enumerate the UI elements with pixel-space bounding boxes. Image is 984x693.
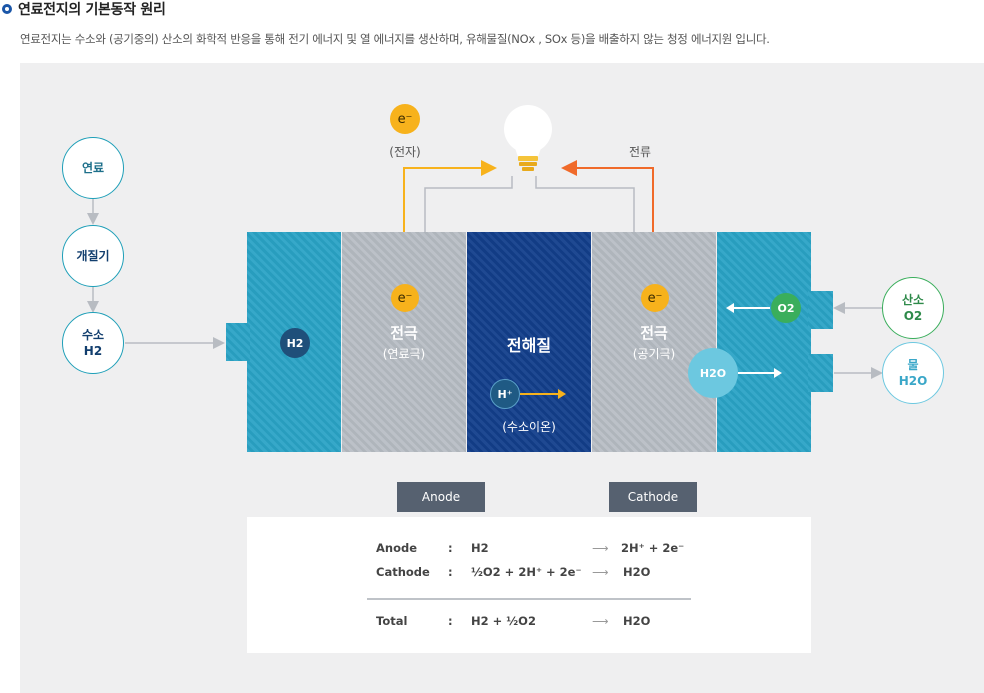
current-label: 전류 <box>628 145 652 159</box>
hydrogen-formula: H2 <box>83 344 103 358</box>
eq-arrow: ⟶ <box>592 541 609 555</box>
cathode-title: 전극 <box>640 324 668 342</box>
anode-tag: Anode <box>397 482 485 512</box>
h2-symbol: H2 <box>286 336 304 350</box>
eq-right: H2O <box>623 614 651 628</box>
oxygen-circle: 산소 O2 <box>882 277 944 339</box>
bullet-icon <box>2 4 12 14</box>
oxygen-formula: O2 <box>903 309 923 323</box>
eq-label: Anode <box>376 541 418 555</box>
equation-cathode: Cathode : ½O2 + 2H⁺ + 2e⁻ ⟶ H2O <box>247 565 811 581</box>
page-title: 연료전지의 기본동작 원리 <box>18 2 166 18</box>
electrolyte: 전해질 (수소이온) <box>467 232 591 452</box>
reformer-circle: 개질기 <box>62 225 124 287</box>
anode-title: 전극 <box>390 324 418 342</box>
oxygen-label: 산소 <box>901 293 925 307</box>
cathode-tag: Cathode <box>609 482 697 512</box>
eq-sep: : <box>448 614 453 628</box>
anode-inlet <box>226 323 250 361</box>
oxygen-arrow-icon <box>726 303 770 313</box>
hydrogen-circle: 수소 H2 <box>62 312 124 374</box>
eq-sep: : <box>448 565 453 579</box>
electron-label: (전자) <box>389 145 421 159</box>
cathode-outlet <box>808 354 833 392</box>
electron-badge-cathode: e⁻ <box>641 284 669 312</box>
anode-subtitle: (연료극) <box>382 347 426 361</box>
eq-right: H2O <box>623 565 651 579</box>
h2o-symbol: H2O <box>699 366 727 380</box>
water-formula: H2O <box>898 374 928 388</box>
water-circle: 물 H2O <box>882 342 944 404</box>
h2o-badge: H2O <box>688 348 738 398</box>
cathode-plate <box>717 232 811 452</box>
electron-badge-top: e⁻ <box>390 104 420 134</box>
eq-sep: : <box>448 541 453 555</box>
light-bulb-icon <box>504 105 552 171</box>
cathode-electrode: 전극 (공기극) <box>592 232 716 452</box>
eq-left: H2 + ½O2 <box>471 614 536 628</box>
eq-right: 2H⁺ + 2e⁻ <box>621 541 685 555</box>
water-arrow-icon <box>738 368 782 378</box>
electron-symbol: e⁻ <box>397 111 413 127</box>
electrolyte-title: 전해질 <box>506 336 552 355</box>
reformer-label: 개질기 <box>76 249 110 263</box>
equation-box: Anode : H2 ⟶ 2H⁺ + 2e⁻ Cathode : ½O2 + 2… <box>247 517 811 653</box>
eq-arrow: ⟶ <box>592 614 609 628</box>
description: 연료전지는 수소와 (공기중의) 산소의 화학적 반응을 통해 전기 에너지 및… <box>20 32 770 46</box>
water-label: 물 <box>907 358 919 372</box>
electron-symbol: e⁻ <box>397 290 413 306</box>
o2-badge: O2 <box>771 293 801 323</box>
ion-symbol: H⁺ <box>497 387 513 401</box>
fuel-label: 연료 <box>81 161 105 175</box>
eq-left: ½O2 + 2H⁺ + 2e⁻ <box>471 565 582 579</box>
equation-divider <box>367 598 691 600</box>
eq-arrow: ⟶ <box>592 565 609 579</box>
hydrogen-ion-badge: H⁺ <box>490 379 520 409</box>
hydrogen-label: 수소 <box>81 328 105 342</box>
ion-arrow-icon <box>520 389 566 399</box>
equation-total: Total : H2 + ½O2 ⟶ H2O <box>247 614 811 630</box>
ion-label: (수소이온) <box>502 420 556 434</box>
title-row: 연료전지의 기본동작 원리 <box>0 0 166 18</box>
fuel-circle: 연료 <box>62 137 124 199</box>
eq-left: H2 <box>471 541 489 555</box>
cathode-subtitle: (공기극) <box>632 347 676 361</box>
electron-symbol: e⁻ <box>647 290 663 306</box>
cathode-inlet <box>808 291 833 329</box>
anode-electrode: 전극 (연료극) <box>342 232 466 452</box>
h2-badge: H2 <box>280 328 310 358</box>
electron-badge-anode: e⁻ <box>391 284 419 312</box>
eq-label: Total <box>376 614 408 628</box>
o2-symbol: O2 <box>777 301 795 315</box>
equation-anode: Anode : H2 ⟶ 2H⁺ + 2e⁻ <box>247 541 811 557</box>
eq-label: Cathode <box>376 565 430 579</box>
